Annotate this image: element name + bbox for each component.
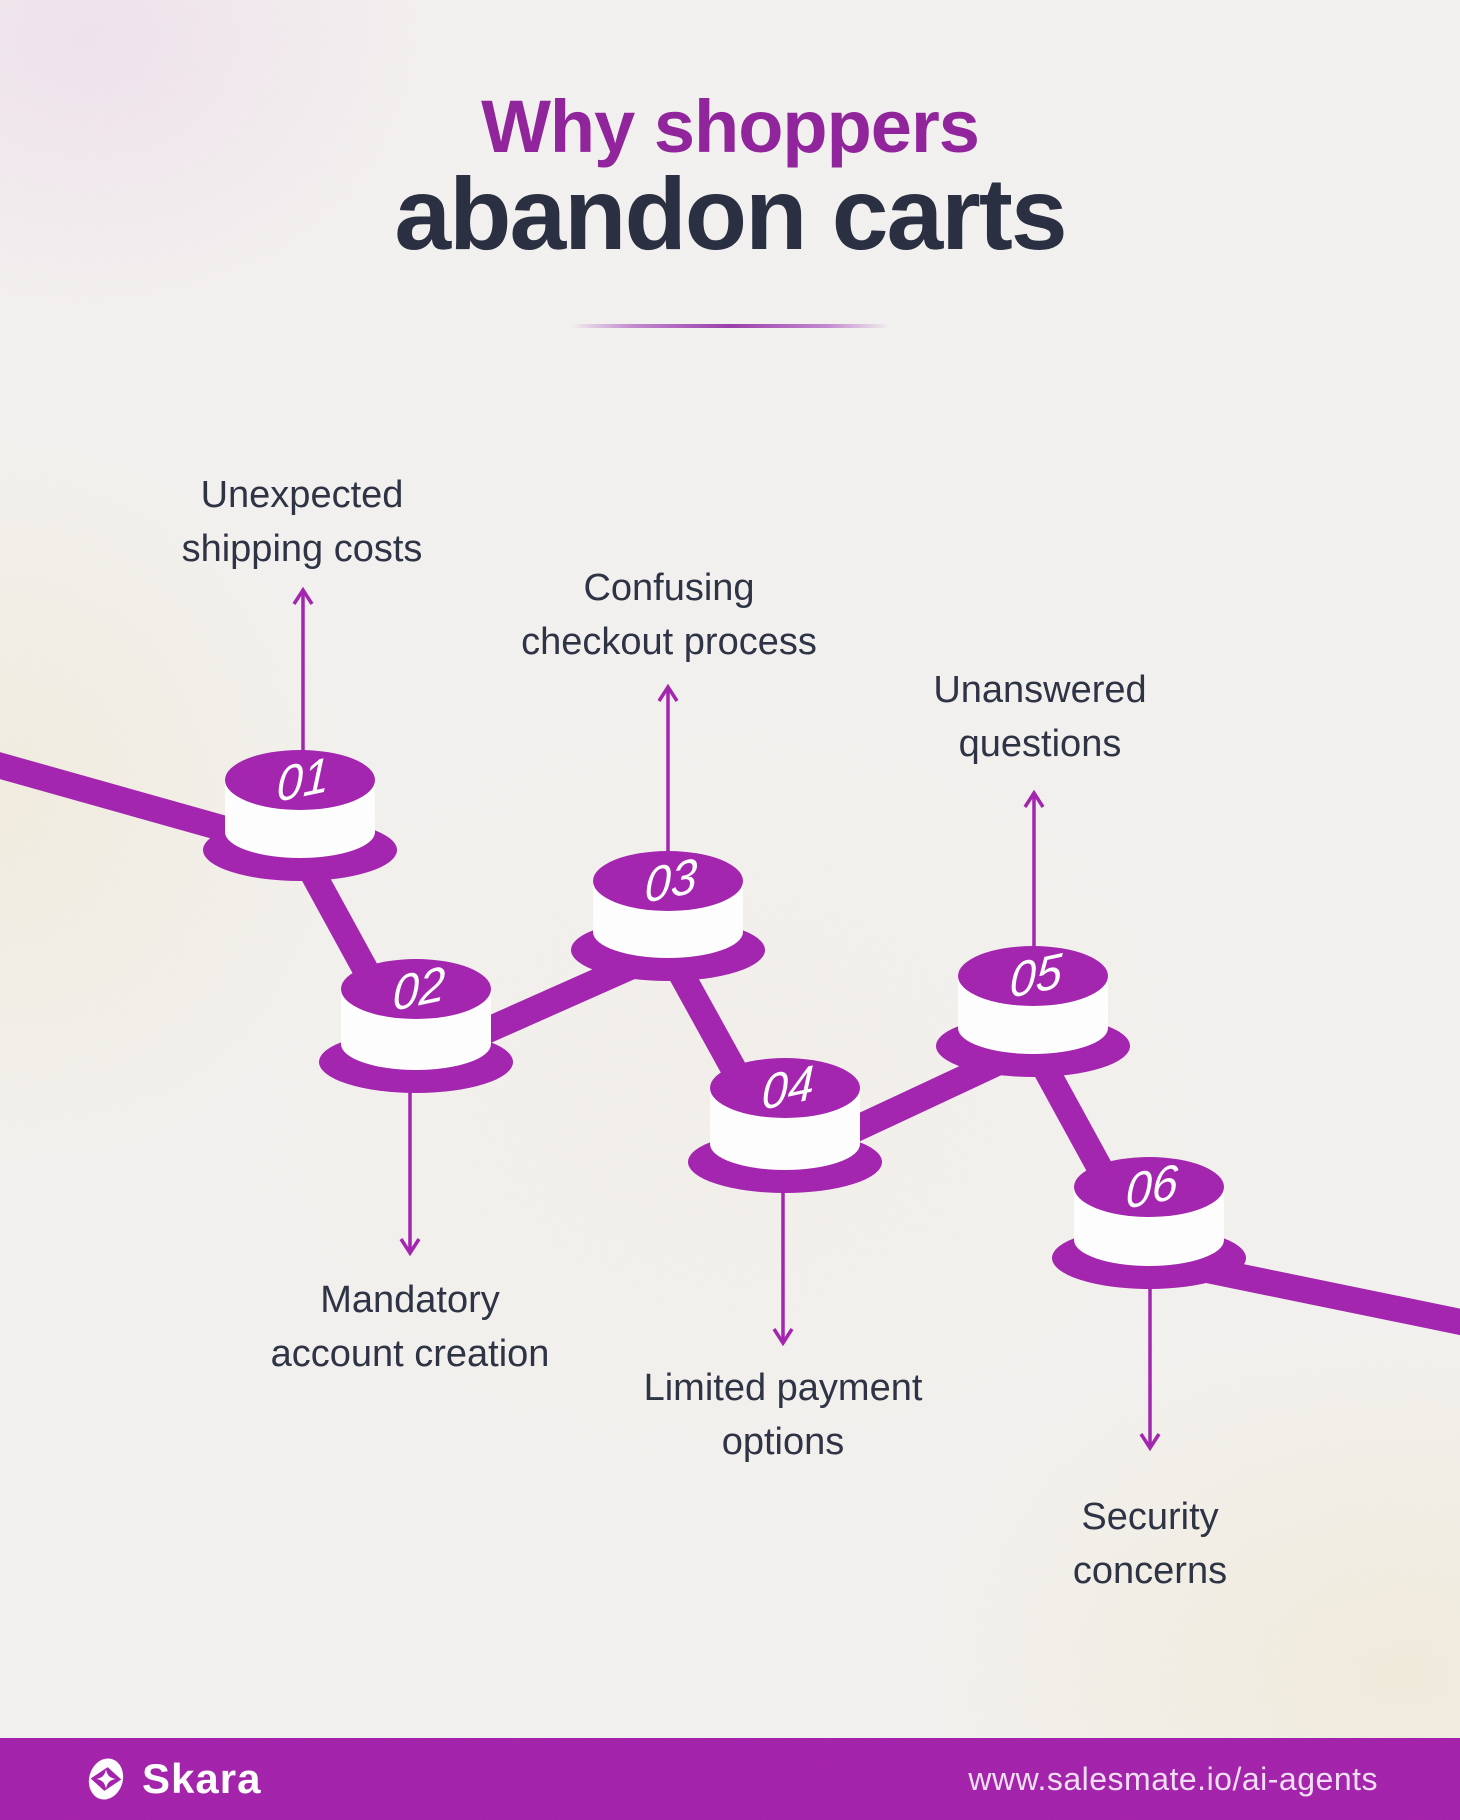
arrow-down-step-04 (772, 1168, 794, 1347)
cylinder-step-04: 04 (688, 1055, 882, 1193)
brand-logo: Skara (82, 1753, 261, 1805)
cylinder-step-06: 06 (1052, 1154, 1246, 1289)
step-label-01: Unexpected shipping costs (52, 468, 552, 576)
step-label-04-line1: Limited payment (643, 1367, 923, 1409)
cylinder-step-02: 02 (319, 956, 513, 1093)
step-label-03: Confusing checkout process (419, 561, 919, 669)
arrow-up-step-01 (292, 586, 314, 772)
skara-logo-icon (88, 1758, 124, 1800)
footer-bar: Skara www.salesmate.io/ai-agents (0, 1738, 1460, 1820)
cylinder-step-03: 03 (571, 848, 765, 981)
arrow-up-step-05 (1023, 789, 1045, 955)
step-label-03-line1: Confusing (583, 567, 755, 609)
step-label-06: Security concerns (900, 1490, 1400, 1598)
step-label-02-line1: Mandatory (320, 1279, 500, 1321)
step-label-03-line2: checkout process (521, 621, 817, 663)
step-number-04: 04 (761, 1055, 815, 1121)
step-label-04-line2: options (721, 1421, 845, 1463)
cylinder-step-01: 01 (203, 747, 397, 881)
step-label-06-line1: Security (1081, 1496, 1219, 1538)
arrow-up-step-03 (657, 683, 679, 860)
step-label-05: Unanswered questions (790, 663, 1290, 771)
brand-name: Skara (142, 1755, 262, 1802)
arrow-down-step-02 (399, 1075, 421, 1257)
cylinder-step-05: 05 (936, 943, 1130, 1077)
step-number-03: 03 (644, 848, 698, 914)
step-number-02: 02 (392, 956, 446, 1022)
step-label-01-line1: Unexpected (200, 474, 404, 516)
step-label-06-line2: concerns (1072, 1550, 1228, 1592)
arrow-down-step-06 (1139, 1265, 1161, 1452)
step-number-01: 01 (276, 747, 330, 813)
footer-url: www.salesmate.io/ai-agents (968, 1760, 1378, 1797)
step-label-04: Limited payment options (533, 1361, 1033, 1469)
step-label-05-line2: questions (958, 723, 1122, 765)
step-label-05-line1: Unanswered (933, 669, 1147, 711)
